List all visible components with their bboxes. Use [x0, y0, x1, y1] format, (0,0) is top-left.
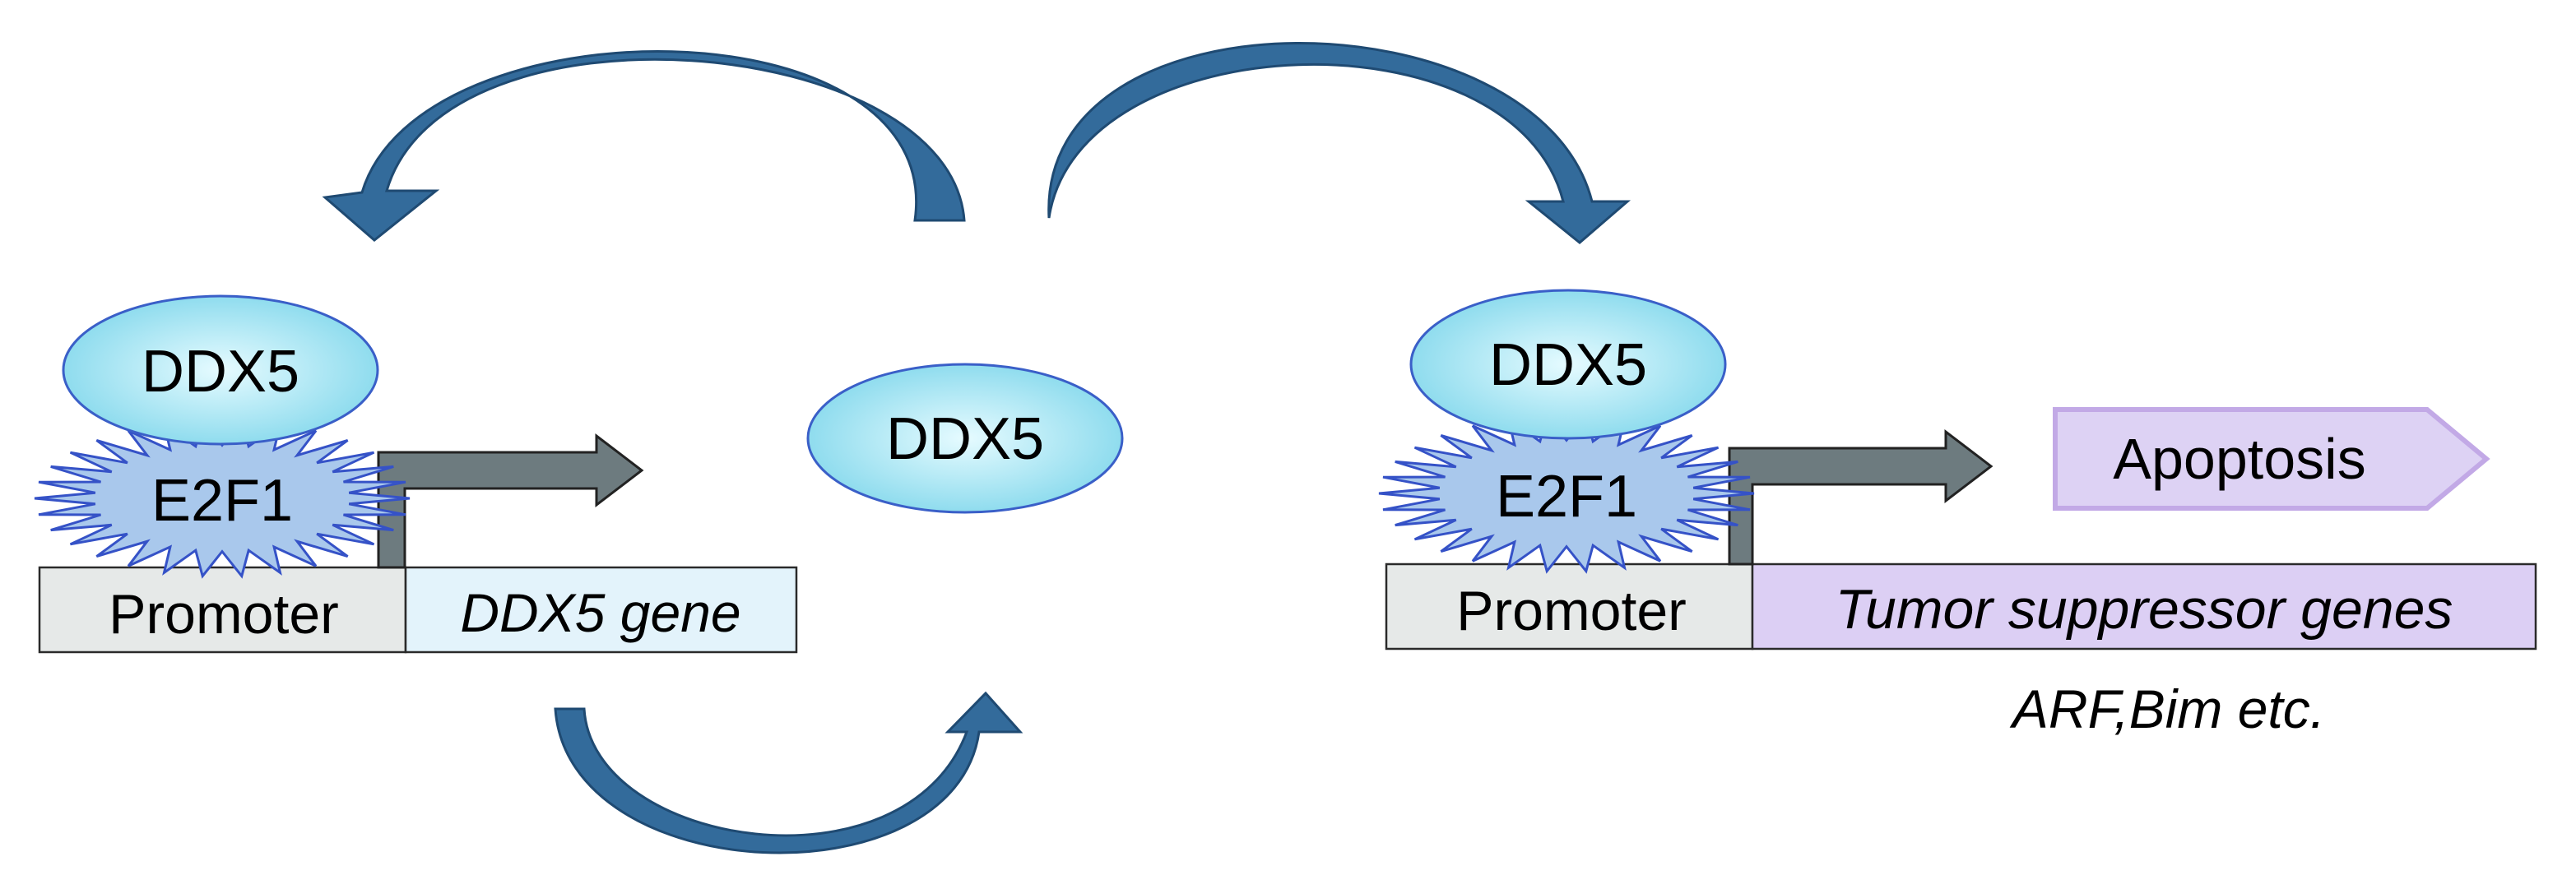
- cycle-arrow-top-right: [1047, 42, 1631, 244]
- left-promoter-label: Promoter: [109, 583, 339, 646]
- apoptosis-label: Apoptosis: [2113, 427, 2365, 491]
- right-ddx5-ellipse: DDX5: [1409, 289, 1727, 440]
- cycle-arrow-top-left: [322, 50, 966, 242]
- left-ddx5-ellipse: DDX5: [62, 294, 379, 446]
- right-promoter-box: Promoter: [1385, 562, 1754, 650]
- left-e2f1-star: E2F1: [34, 418, 411, 579]
- left-ddx5-label: DDX5: [142, 339, 299, 405]
- left-e2f1-label: E2F1: [151, 468, 293, 534]
- right-ddx5-label: DDX5: [1489, 332, 1647, 398]
- right-promoter-label: Promoter: [1456, 580, 1687, 642]
- right-tsg-box: Tumor suppressor genes: [1751, 562, 2537, 650]
- left-tss-arrow: [377, 433, 644, 569]
- apoptosis-box: Apoptosis: [2053, 407, 2490, 511]
- left-ddx5-gene-label: DDX5 gene: [460, 582, 740, 643]
- left-ddx5-gene-box: DDX5 gene: [404, 566, 798, 654]
- left-promoter-box: Promoter: [38, 566, 407, 654]
- right-tsg-label: Tumor suppressor genes: [1836, 578, 2453, 641]
- center-ddx5-ellipse: DDX5: [806, 363, 1124, 514]
- right-e2f1-label: E2F1: [1496, 464, 1637, 530]
- center-ddx5-label: DDX5: [886, 406, 1044, 472]
- right-e2f1-star: E2F1: [1378, 413, 1755, 574]
- cycle-arrow-bottom: [554, 691, 1023, 854]
- example-genes-label: ARF,Bim etc.: [2009, 678, 2325, 739]
- right-tss-arrow: [1728, 428, 1993, 566]
